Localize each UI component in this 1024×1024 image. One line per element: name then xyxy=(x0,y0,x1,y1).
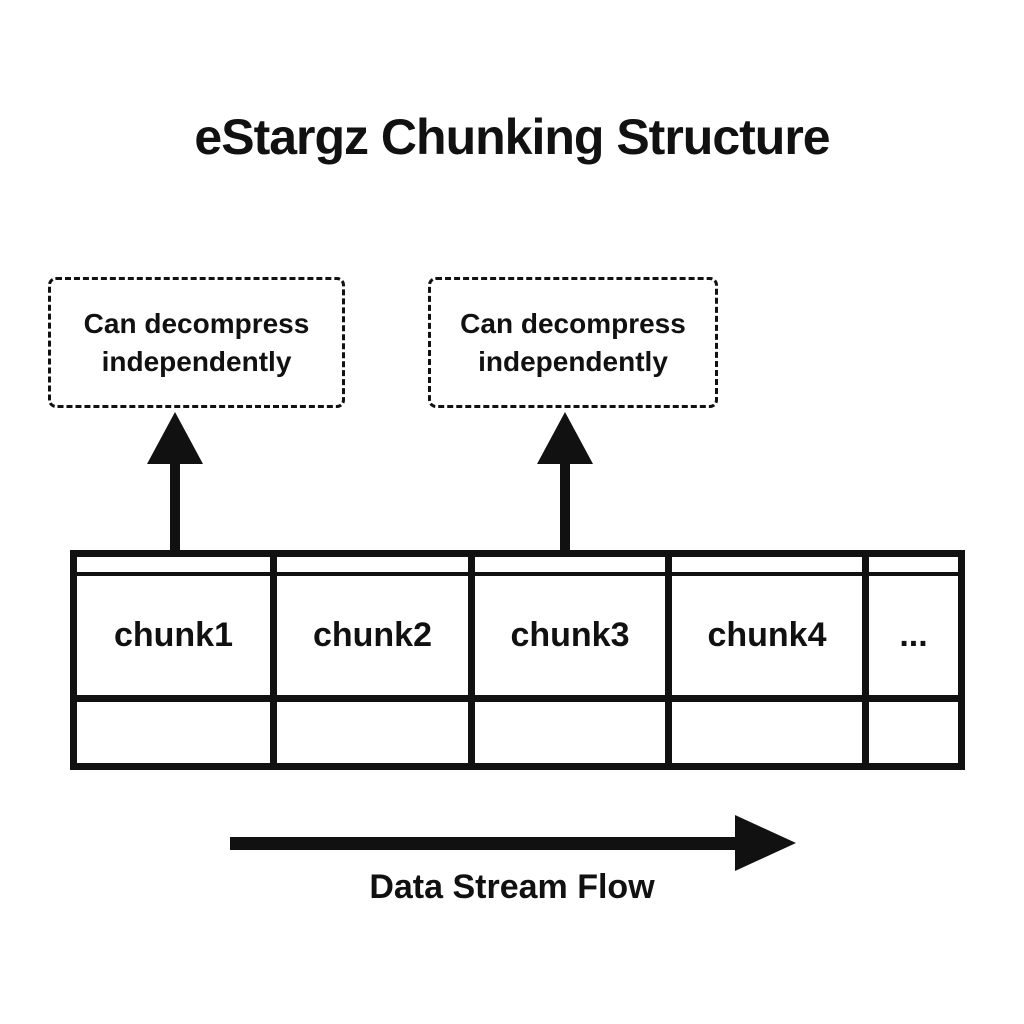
callout-line-2: independently xyxy=(101,345,292,377)
table-column-divider-3 xyxy=(665,557,672,763)
up-arrow-icon-2 xyxy=(537,412,593,554)
callout-line-1: Can decompress xyxy=(83,307,310,339)
chunk-cell-3: chunk3 xyxy=(510,616,630,654)
data-stream-flow-arrow-icon xyxy=(230,815,796,871)
chunk-cell-4: chunk4 xyxy=(707,616,827,654)
callout-line-2: independently xyxy=(478,345,668,377)
up-arrow-icon-1 xyxy=(147,412,203,554)
chunk-cell-ellipsis: ... xyxy=(899,616,928,654)
callout-decompress-1: Can decompress independently xyxy=(48,277,345,408)
chunk-table: chunk1 chunk2 chunk3 chunk4 ... xyxy=(70,550,965,770)
table-column-divider-4 xyxy=(862,557,869,763)
table-column-divider-2 xyxy=(468,557,475,763)
table-row-divider-line xyxy=(77,695,958,702)
diagram-title: eStargz Chunking Structure xyxy=(194,109,830,165)
callout-decompress-2: Can decompress independently xyxy=(428,277,718,408)
table-column-divider-1 xyxy=(270,557,277,763)
chunk-cell-1: chunk1 xyxy=(113,616,234,654)
data-stream-flow-label: Data Stream Flow xyxy=(369,868,655,906)
table-top-strip-line xyxy=(77,572,958,576)
chunk-cell-2: chunk2 xyxy=(312,616,433,654)
callout-line-1: Can decompress xyxy=(460,307,686,339)
